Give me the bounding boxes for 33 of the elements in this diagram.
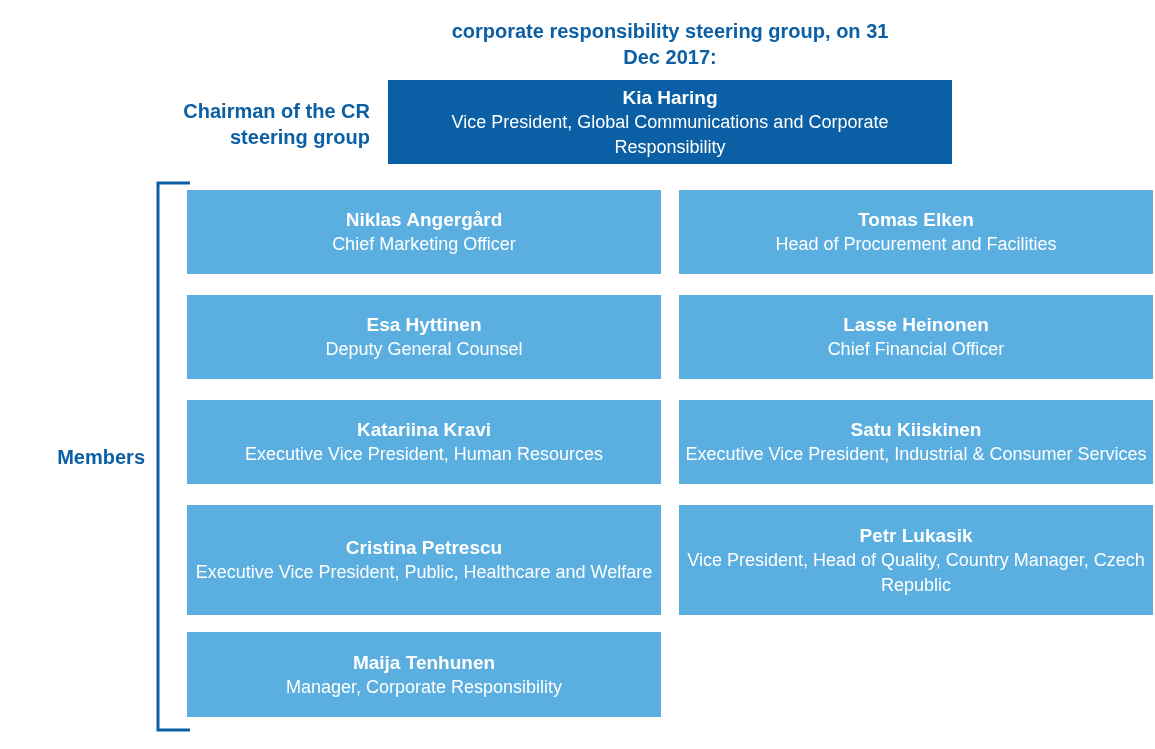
name-text: Tomas Elken [858, 208, 974, 232]
name-text: Maija Tenhunen [352, 650, 496, 675]
group-label: Members [56, 445, 145, 470]
member-box [187, 190, 661, 274]
role-text: Head of Procurement and Facilities [775, 233, 1057, 256]
member-box [187, 505, 661, 615]
chairman-box [388, 80, 952, 164]
title: corporate responsibility steering group, on 31 Dec 2017: [450, 19, 890, 70]
name-text: Lasse Heinonen [843, 313, 989, 337]
name-text: Satu Kiiskinen [850, 418, 982, 442]
role-text: Deputy General Counsel [325, 338, 523, 361]
name-text: Petr Lukasik [859, 523, 973, 548]
name-text: Katariina Kravi [356, 418, 492, 442]
role-text: Executive Vice President, Industrial & Consumer Services [685, 443, 1147, 466]
member-box [187, 400, 661, 484]
name-text: Esa Hyttinen [366, 313, 482, 337]
role-text: Executive Vice President, Human Resources [245, 443, 603, 466]
role-text: Vice President, Head of Quality, Country Manager, Czech Republic [686, 548, 1146, 597]
role-text: Chief Financial Officer [827, 338, 1005, 361]
role-text: Chief Marketing Officer [332, 233, 516, 256]
member-box [679, 190, 1153, 274]
name-text: Niklas Angergård [345, 208, 503, 232]
role-text: Manager, Corporate Responsibility [285, 675, 563, 699]
name-text: Kia Haring [622, 85, 718, 110]
member-box [187, 295, 661, 379]
member-box [187, 632, 661, 717]
name-text: Cristina Petrescu [345, 536, 503, 560]
role-text: Vice President, Global Communications and Corporate Responsibility [450, 110, 890, 159]
role-text: Executive Vice President, Public, Healthcare and Welfare [195, 561, 653, 584]
member-box [679, 505, 1153, 615]
member-box [679, 295, 1153, 379]
chairman-heading: Chairman of the CR steering group [182, 99, 370, 150]
member-box [679, 400, 1153, 484]
